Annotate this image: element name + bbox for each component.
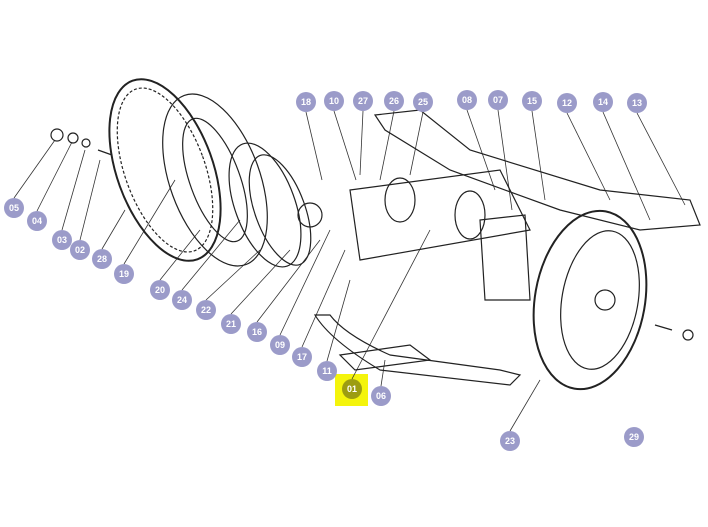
part-callout-17[interactable]: 17 [292,347,312,367]
part-callout-25[interactable]: 25 [413,92,433,112]
part-callout-29[interactable]: 29 [624,427,644,447]
part-callout-21[interactable]: 21 [221,314,241,334]
part-callout-10[interactable]: 10 [324,91,344,111]
part-callout-27[interactable]: 27 [353,91,373,111]
part-callout-16[interactable]: 16 [247,322,267,342]
part-callout-03[interactable]: 03 [52,230,72,250]
part-callout-22[interactable]: 22 [196,300,216,320]
part-callout-02[interactable]: 02 [70,240,90,260]
part-callout-19[interactable]: 19 [114,264,134,284]
part-callout-12[interactable]: 12 [557,93,577,113]
part-callout-05[interactable]: 05 [4,198,24,218]
part-callout-20[interactable]: 20 [150,280,170,300]
part-callout-15[interactable]: 15 [522,91,542,111]
part-callout-23[interactable]: 23 [500,431,520,451]
part-callout-11[interactable]: 11 [317,361,337,381]
part-callout-07[interactable]: 07 [488,90,508,110]
leader-lines [13,109,686,432]
part-callout-01[interactable]: 01 [342,379,362,399]
part-callout-28[interactable]: 28 [92,249,112,269]
part-callout-04[interactable]: 04 [27,211,47,231]
part-callout-26[interactable]: 26 [384,91,404,111]
part-callout-06[interactable]: 06 [371,386,391,406]
part-callout-18[interactable]: 18 [296,92,316,112]
part-callout-08[interactable]: 08 [457,90,477,110]
part-callout-14[interactable]: 14 [593,92,613,112]
part-callout-09[interactable]: 09 [270,335,290,355]
part-callout-13[interactable]: 13 [627,93,647,113]
part-callout-24[interactable]: 24 [172,290,192,310]
